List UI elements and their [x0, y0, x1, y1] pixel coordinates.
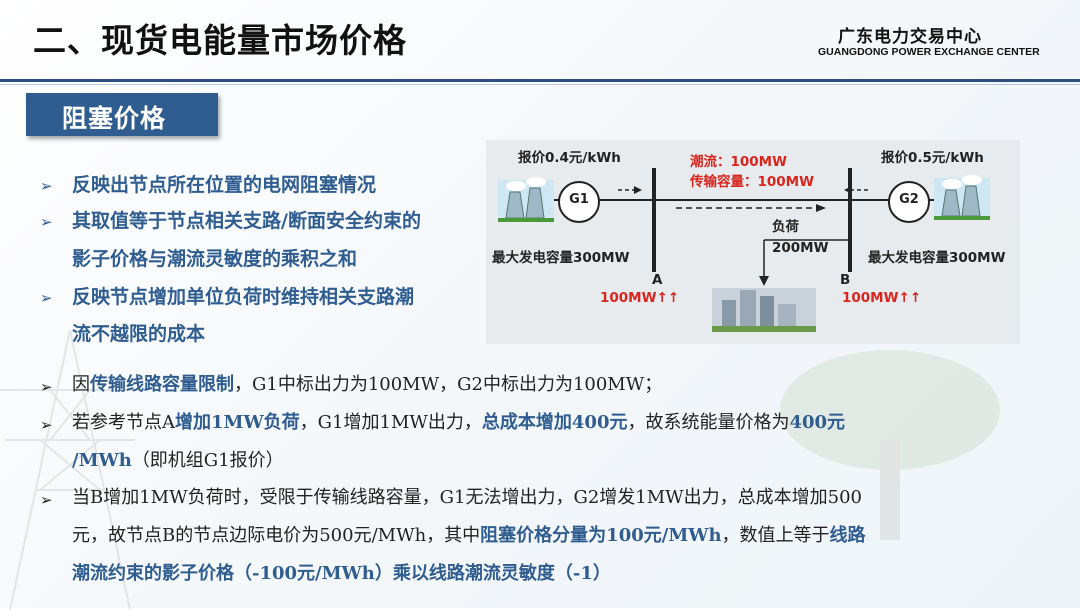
g2-max-capacity: 最大发电容量300MW: [868, 250, 1006, 266]
section-tag: 阻塞价格: [26, 93, 218, 136]
paragraph-2: 若参考节点A增加1MW负荷，G1增加1MW出力，总成本增加400元，故系统能量价…: [72, 412, 846, 433]
congestion-diagram: G1 G2 报价0.4元/kWh 报价0.5元/kWh 潮流：100MW 传输容…: [486, 140, 1020, 344]
node-b-output: 100MW↑↑: [842, 290, 922, 306]
paragraph-2-continued: /MWh（即机组G1报价）: [72, 450, 284, 471]
tree-watermark: [780, 350, 1000, 540]
header-divider-light: [0, 84, 1080, 85]
bullet-arrow-icon: ➢: [40, 378, 53, 396]
section-tag-label: 阻塞价格: [62, 104, 167, 133]
paragraph-1: 因传输线路容量限制，G1中标出力为100MW，G2中标出力为100MW；: [72, 374, 663, 395]
bullet-arrow-icon: ➢: [40, 289, 53, 307]
paragraph-3: 当B增加1MW负荷时，受限于传输线路容量，G1无法增出力，G2增发1MW出力，总…: [72, 487, 863, 508]
load-value: 200MW: [772, 240, 829, 256]
flow-label: 潮流：100MW: [690, 154, 788, 170]
load-label: 负荷: [772, 219, 799, 235]
g1-price: 报价0.4元/kWh: [518, 150, 621, 166]
bullet-text: 反映出节点所在位置的电网阻塞情况: [72, 174, 377, 196]
bullet-text-continued: 流不越限的成本: [72, 323, 206, 345]
node-a-output: 100MW↑↑: [600, 290, 680, 306]
generator-g1: G1: [558, 181, 600, 223]
paragraph-3-line-2: 元，故节点B的节点边际电价为500元/MWh，其中阻塞价格分量为100元/MWh…: [72, 525, 866, 546]
page-title: 二、现货电能量市场价格: [33, 21, 407, 60]
bullet-arrow-icon: ➢: [40, 491, 53, 509]
bullet-text: 反映节点增加单位负荷时维持相关支路潮: [72, 286, 415, 308]
generator-g2: G2: [888, 181, 930, 223]
city-load-icon: [712, 288, 816, 332]
header-divider: [0, 79, 1080, 82]
bullet-text-continued: 影子价格与潮流灵敏度的乘积之和: [72, 248, 358, 270]
bullet-arrow-icon: ➢: [40, 416, 53, 434]
diagram-lines: [498, 175, 990, 332]
bus-b: [848, 168, 852, 272]
brand-name-cn: 广东电力交易中心: [838, 27, 982, 47]
capacity-label: 传输容量：100MW: [690, 174, 815, 190]
power-plant-right-icon: [934, 175, 990, 220]
bullet-arrow-icon: ➢: [40, 177, 53, 195]
brand-name-en: GUANGDONG POWER EXCHANGE CENTER: [818, 46, 1040, 58]
bullet-arrow-icon: ➢: [40, 213, 53, 231]
g1-max-capacity: 最大发电容量300MW: [492, 250, 630, 266]
node-a-label: A: [652, 272, 663, 288]
g2-price: 报价0.5元/kWh: [881, 150, 984, 166]
node-b-label: B: [840, 272, 851, 288]
bullet-text: 其取值等于节点相关支路/断面安全约束的: [72, 210, 421, 232]
transmission-tower-watermark: [0, 330, 140, 610]
bus-a: [652, 168, 656, 272]
paragraph-3-line-3: 潮流约束的影子价格（-100元/MWh）乘以线路潮流灵敏度（-1）: [72, 563, 611, 584]
power-plant-left-icon: [498, 177, 554, 222]
